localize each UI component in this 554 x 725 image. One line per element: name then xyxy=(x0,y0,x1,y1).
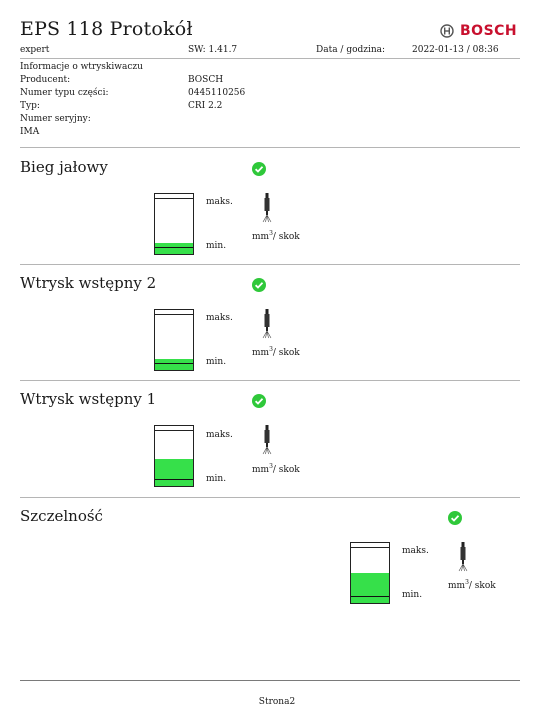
info-divider xyxy=(20,147,520,148)
injector-info-heading: Informacje o wtryskiwaczu xyxy=(20,62,143,72)
section-title-idle: Bieg jałowy xyxy=(20,158,108,176)
level-fill xyxy=(155,243,193,254)
section-divider xyxy=(20,380,520,381)
max-label: maks. xyxy=(206,430,233,440)
section-divider xyxy=(20,497,520,498)
ok-check-icon xyxy=(252,394,266,408)
ok-check-icon xyxy=(252,278,266,292)
date-label: Data / godzina: xyxy=(316,45,386,55)
unit-label: mm3/ skok xyxy=(252,230,300,242)
level-gauge-pilot-2 xyxy=(154,309,194,371)
max-label: maks. xyxy=(206,313,233,323)
min-label: min. xyxy=(206,241,227,251)
bosch-armature-icon xyxy=(440,24,454,38)
page-title: EPS 118 Protokół xyxy=(20,18,193,40)
date-value: 2022-01-13 / 08:36 xyxy=(412,45,499,55)
injector-icon xyxy=(262,425,272,459)
max-label: maks. xyxy=(206,197,233,207)
unit-label: mm3/ skok xyxy=(448,579,496,591)
level-gauge-leakage xyxy=(350,542,390,604)
level-fill xyxy=(351,573,389,603)
info-label-serial: Numer seryjny: xyxy=(20,114,91,124)
user-name: expert xyxy=(20,45,50,55)
info-label-part-number: Numer typu części: xyxy=(20,88,109,98)
ok-check-icon xyxy=(448,511,462,525)
level-gauge-idle xyxy=(154,193,194,255)
ok-check-icon xyxy=(252,162,266,176)
level-fill xyxy=(155,359,193,370)
header-divider xyxy=(20,58,520,59)
section-title-leakage: Szczelność xyxy=(20,507,103,525)
level-fill xyxy=(155,459,193,486)
injector-icon xyxy=(458,542,468,576)
unit-label: mm3/ skok xyxy=(252,463,300,475)
info-label-manufacturer: Producent: xyxy=(20,75,71,85)
software-version: SW: 1.41.7 xyxy=(188,45,238,55)
min-label: min. xyxy=(402,590,423,600)
unit-label: mm3/ skok xyxy=(252,346,300,358)
section-divider xyxy=(20,264,520,265)
info-value-type: CRI 2.2 xyxy=(188,101,223,111)
brand-logo: BOSCH xyxy=(440,23,517,39)
info-value-part-number: 0445110256 xyxy=(188,88,246,98)
info-value-manufacturer: BOSCH xyxy=(188,75,224,85)
injector-icon xyxy=(262,309,272,343)
max-label: maks. xyxy=(402,546,429,556)
info-label-ima: IMA xyxy=(20,127,40,137)
min-label: min. xyxy=(206,474,227,484)
level-gauge-pilot-1 xyxy=(154,425,194,487)
page-number: Strona2 xyxy=(258,697,296,707)
brand-name: BOSCH xyxy=(460,23,518,39)
injector-icon xyxy=(262,193,272,227)
footer-divider xyxy=(20,680,520,681)
min-label: min. xyxy=(206,357,227,367)
section-title-pilot-1: Wtrysk wstępny 1 xyxy=(20,390,157,408)
info-label-type: Typ: xyxy=(20,101,40,111)
section-title-pilot-2: Wtrysk wstępny 2 xyxy=(20,274,157,292)
